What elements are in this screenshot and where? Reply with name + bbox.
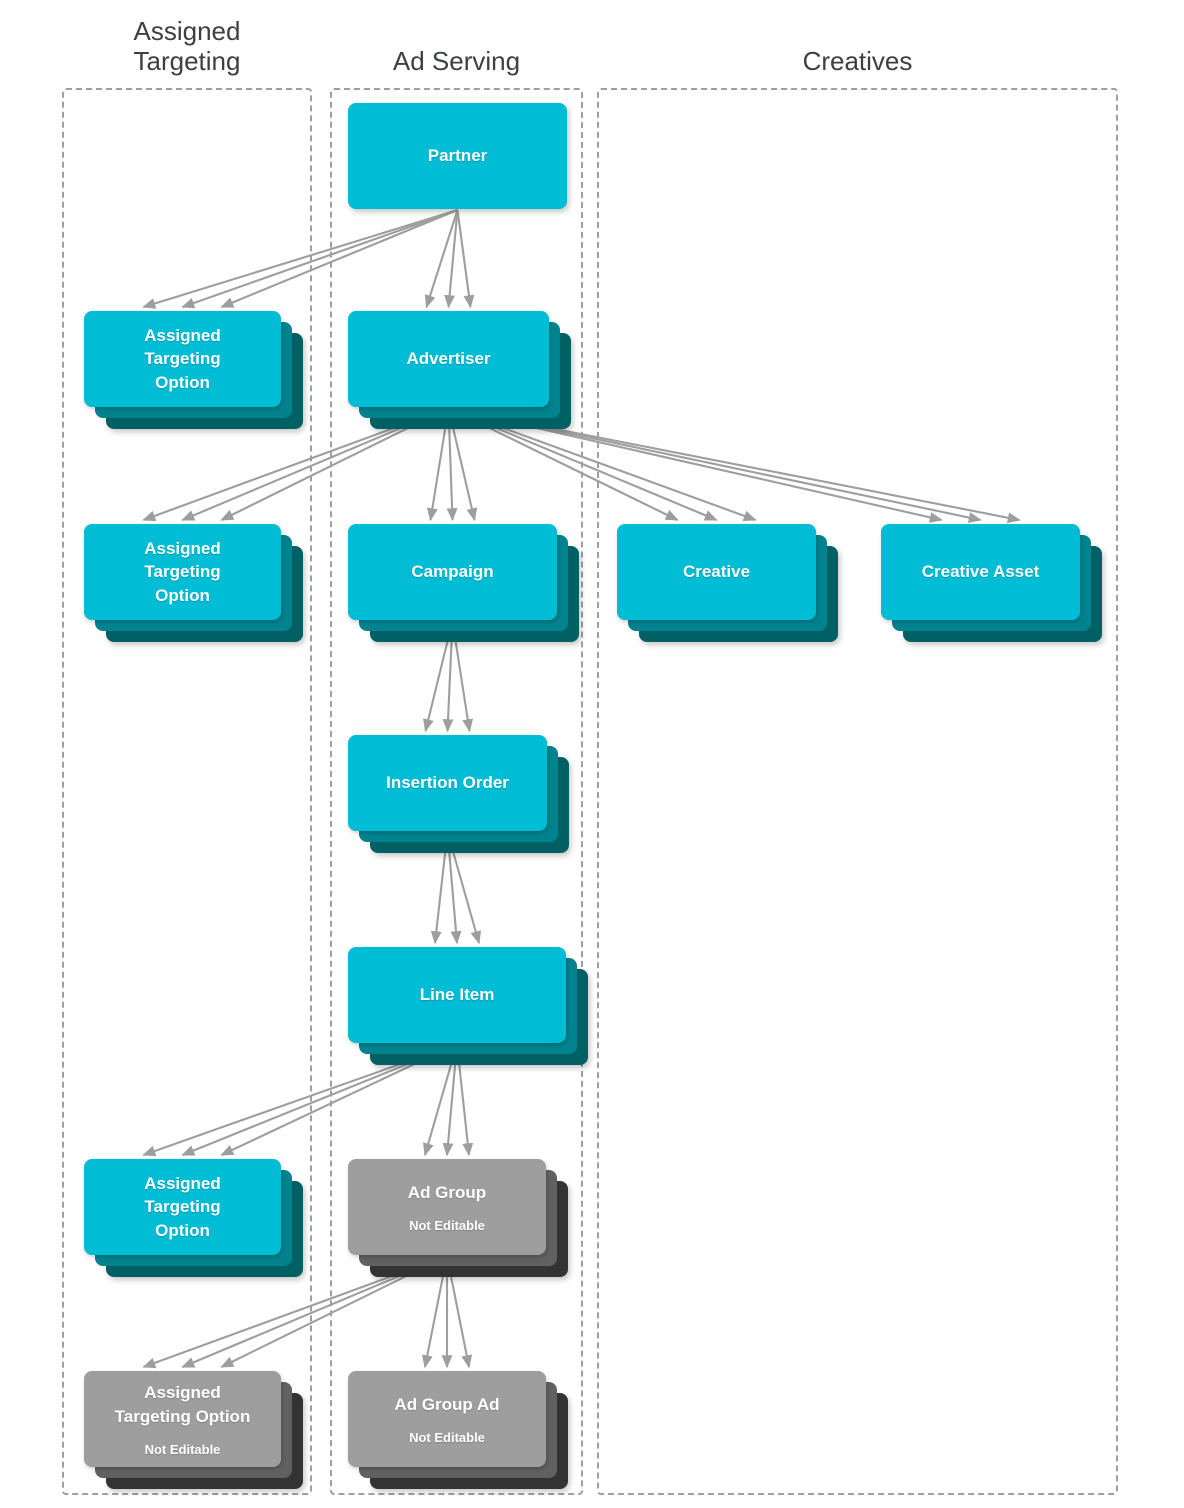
node-title: Ad Group — [408, 1181, 486, 1204]
node-title-line: Insertion Order — [386, 773, 509, 793]
node-ad-group-ad[interactable]: Ad Group Ad Not Editable — [348, 1371, 568, 1489]
edge-arrow — [142, 208, 458, 309]
node-title-line: Line Item — [419, 985, 495, 1005]
edge-arrow — [181, 209, 458, 309]
node-title: Line Item — [420, 983, 495, 1006]
node-title-line: Ad Group Ad — [394, 1394, 500, 1414]
node-title: Campaign — [411, 560, 493, 583]
node-subtitle: Not Editable — [409, 1430, 485, 1446]
node-title-line: Assigned — [144, 325, 221, 345]
node-title-line: Creative Asset — [921, 562, 1040, 582]
column-header-ad-serving: Ad Serving — [330, 46, 583, 76]
node-creative[interactable]: Creative — [617, 524, 838, 642]
node-body-creative-asset[interactable]: Creative Asset — [881, 524, 1080, 620]
node-body-ad-group-ad[interactable]: Ad Group Ad Not Editable — [348, 1371, 546, 1467]
node-line-item[interactable]: Line Item — [348, 947, 588, 1065]
node-partner[interactable]: Partner — [348, 103, 567, 209]
node-body-creative[interactable]: Creative — [617, 524, 816, 620]
column-group-ad-serving — [330, 88, 583, 1495]
node-title-line: Creative — [682, 562, 751, 582]
edge-partner-to-ato-partner — [142, 208, 458, 309]
node-title-line: Option — [155, 585, 210, 605]
node-creative-asset[interactable]: Creative Asset — [881, 524, 1102, 642]
node-insertion-order[interactable]: Insertion Order — [348, 735, 569, 853]
edge-arrow — [444, 209, 459, 309]
node-title: Creative Asset — [922, 560, 1040, 583]
node-title-line: Assigned — [144, 1173, 221, 1193]
node-title-line: Targeting — [144, 562, 221, 582]
node-title: Advertiser — [406, 347, 490, 370]
node-title-line: Targeting — [144, 349, 221, 369]
node-title-line: Option — [155, 1220, 210, 1240]
column-group-creatives — [597, 88, 1118, 1495]
node-body-partner[interactable]: Partner — [348, 103, 567, 209]
node-title: Insertion Order — [386, 771, 509, 794]
node-title-line: Ad Group — [407, 1182, 487, 1202]
node-title-line: Targeting — [144, 1197, 221, 1217]
column-header-line: Assigned — [133, 16, 241, 46]
edge-arrow — [456, 209, 475, 309]
node-subtitle: Not Editable — [144, 1441, 221, 1457]
node-title-line: Assigned — [144, 1383, 221, 1403]
node-title: Ad Group Ad — [394, 1393, 499, 1416]
node-advertiser[interactable]: Advertiser — [348, 311, 571, 429]
node-title-line: Targeting Option — [114, 1406, 251, 1426]
edge-partner-to-advertiser — [424, 209, 475, 309]
column-header-line: Creatives — [802, 46, 913, 76]
column-header-line: Targeting — [133, 46, 241, 77]
node-title: Partner — [428, 144, 488, 167]
node-campaign[interactable]: Campaign — [348, 524, 579, 642]
column-group-assigned-targeting — [62, 88, 312, 1495]
node-subtitle: Not Editable — [409, 1218, 485, 1234]
node-title-line: Campaign — [411, 562, 494, 582]
edge-arrow — [220, 209, 458, 308]
node-title-line: Advertiser — [406, 349, 491, 369]
edge-arrow — [424, 209, 459, 309]
node-body-advertiser[interactable]: Advertiser — [348, 311, 549, 407]
node-title-line: Partner — [427, 146, 488, 166]
node-body-insertion-order[interactable]: Insertion Order — [348, 735, 547, 831]
node-body-line-item[interactable]: Line Item — [348, 947, 566, 1043]
node-title: Creative — [683, 560, 750, 583]
column-header-creatives: Creatives — [597, 46, 1118, 76]
node-title-line: Option — [155, 372, 210, 392]
node-title-line: Assigned — [144, 538, 221, 558]
node-body-campaign[interactable]: Campaign — [348, 524, 557, 620]
column-header-line: Ad Serving — [392, 46, 521, 76]
